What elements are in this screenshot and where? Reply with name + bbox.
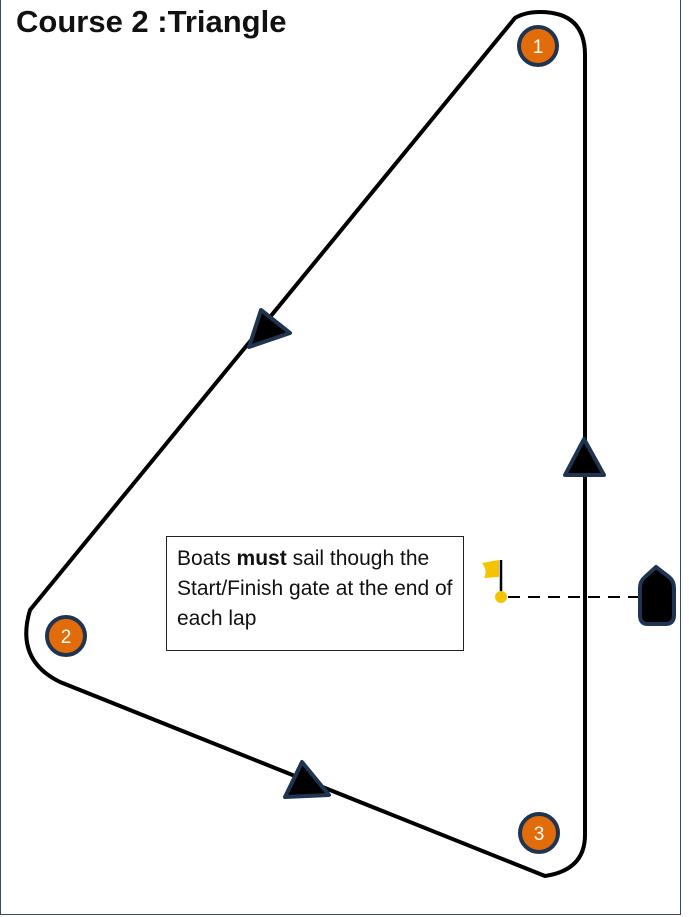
direction-arrow-leg-2 (283, 760, 331, 799)
course-path (24, 10, 587, 878)
mark-3-label: 3 (534, 824, 545, 845)
mark-3: 3 (518, 812, 560, 854)
note-text-prefix: Boats (177, 547, 237, 570)
pin-end-buoy (495, 591, 507, 603)
start-finish-note: Boats must sail though the Start/Finish … (166, 536, 464, 651)
mark-buoy (45, 615, 87, 657)
mark-buoy (518, 812, 560, 854)
flag-icon (482, 560, 499, 578)
mark-1-label: 1 (533, 37, 544, 58)
committee-boat-icon (638, 565, 676, 626)
page-title: Course 2 :Triangle (16, 4, 287, 39)
mark-1: 1 (517, 25, 559, 67)
direction-arrow-leg-1 (247, 308, 292, 349)
mark-buoy (517, 25, 559, 67)
note-text-suffix: sail though the Start/Finish gate at the… (177, 547, 453, 630)
direction-arrow-leg-3 (563, 437, 606, 477)
mark-2: 2 (45, 615, 87, 657)
mark-2-label: 2 (61, 627, 72, 648)
start-finish-gate (482, 560, 676, 626)
note-text-emphasis: must (236, 547, 287, 570)
